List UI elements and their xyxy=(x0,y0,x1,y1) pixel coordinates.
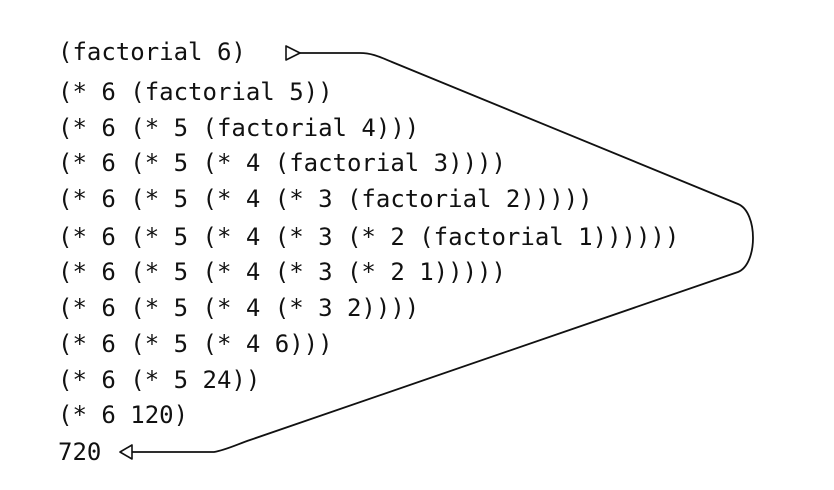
expr-line-9: (* 6 (* 5 (* 4 6))) xyxy=(58,330,333,358)
arrow-curve xyxy=(131,52,754,453)
expr-line-8: (* 6 (* 5 (* 4 (* 3 2)))) xyxy=(58,294,420,322)
expr-line-5: (* 6 (* 5 (* 4 (* 3 (factorial 2))))) xyxy=(58,185,593,213)
expr-line-10: (* 6 (* 5 24)) xyxy=(58,366,261,394)
arrow-start-head-icon xyxy=(285,45,301,61)
expr-line-12: 720 xyxy=(58,438,102,466)
expr-line-7: (* 6 (* 5 (* 4 (* 3 (* 2 1))))) xyxy=(58,258,506,286)
expr-line-2: (* 6 (factorial 5)) xyxy=(58,78,333,106)
expr-line-6: (* 6 (* 5 (* 4 (* 3 (* 2 (factorial 1)))… xyxy=(58,223,680,251)
expr-line-3: (* 6 (* 5 (factorial 4))) xyxy=(58,114,420,142)
expr-line-4: (* 6 (* 5 (* 4 (factorial 3)))) xyxy=(58,149,506,177)
arrow-end-head-icon xyxy=(119,444,133,460)
expr-line-11: (* 6 120) xyxy=(58,401,189,429)
expr-line-1: (factorial 6) xyxy=(58,38,246,66)
